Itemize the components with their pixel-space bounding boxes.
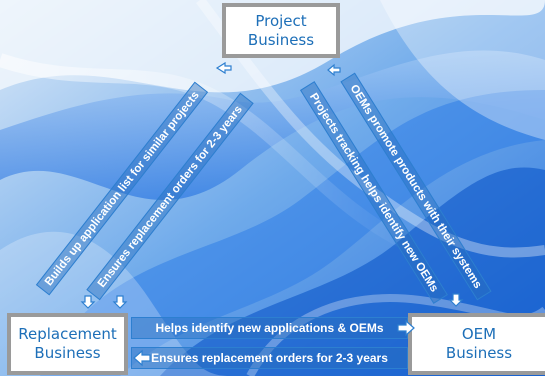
arrow-right-icon (397, 319, 415, 337)
node-project-business: Project Business (222, 3, 340, 58)
node-project-label: Project Business (247, 11, 315, 49)
arrow-left-icon (133, 349, 151, 367)
arrow-down-icon (80, 295, 96, 309)
arrow-right-icon (215, 61, 232, 75)
link-bottom-bottom: Ensures replacement orders for 2-3 years (131, 347, 408, 369)
node-replacement-label: Replacement Business (18, 325, 117, 362)
node-oem-business: OEM Business (408, 313, 545, 375)
arrow-down-icon (112, 295, 128, 309)
node-oem-label: OEM Business (445, 325, 513, 362)
link-bottom-top: Helps identify new applications & OEMs (131, 317, 408, 339)
node-replacement-business: Replacement Business (7, 313, 128, 375)
arrow-down-icon (448, 293, 464, 307)
arrow-left-icon (327, 63, 341, 77)
link-bottom-top-label: Helps identify new applications & OEMs (155, 321, 384, 335)
link-bottom-bottom-label: Ensures replacement orders for 2-3 years (151, 351, 388, 365)
